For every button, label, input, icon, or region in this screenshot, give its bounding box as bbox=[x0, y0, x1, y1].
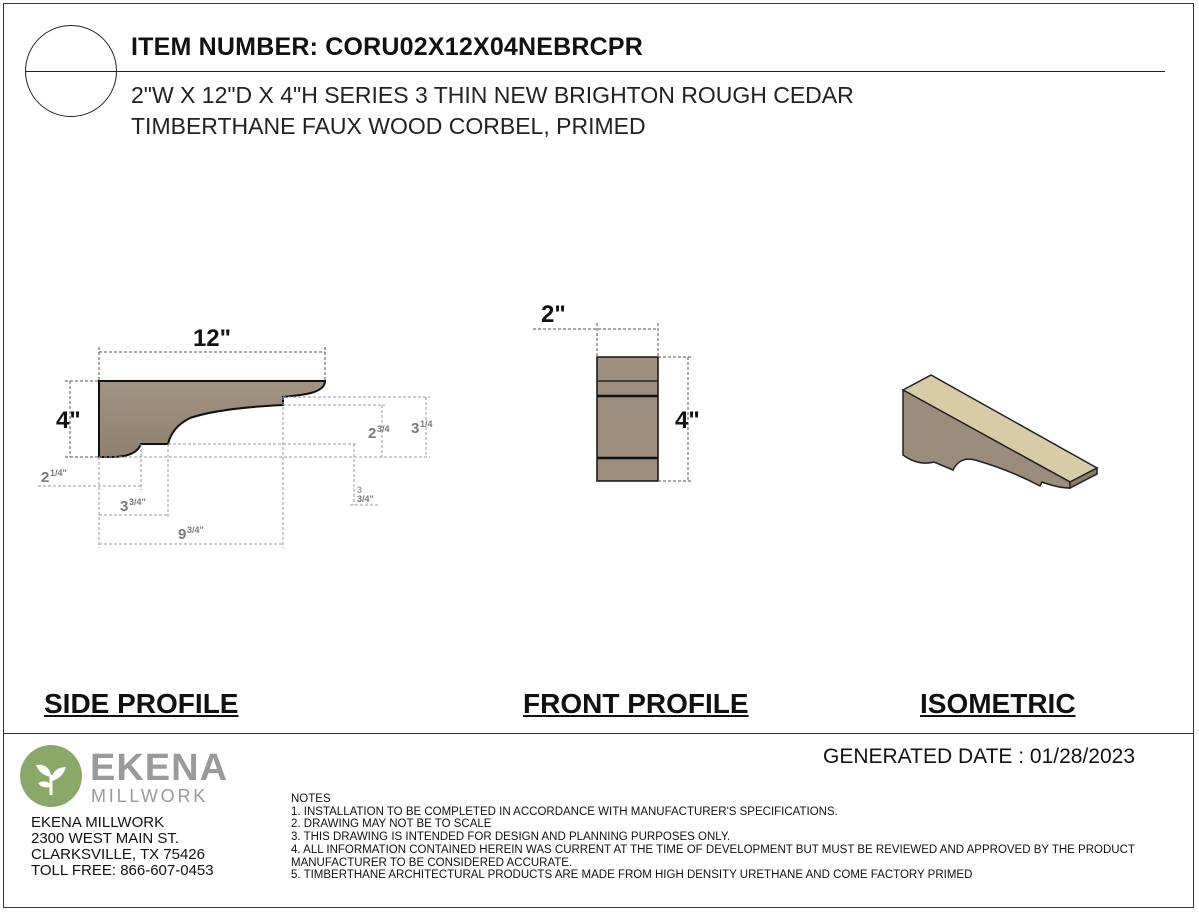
dim-9-3-4-frac: 3/4" bbox=[187, 525, 204, 535]
logo-name: EKENA bbox=[90, 747, 229, 789]
company-address: EKENA MILLWORK 2300 WEST MAIN ST. CLARKS… bbox=[31, 815, 214, 879]
footer-rule bbox=[3, 733, 1194, 734]
leaf-logo-icon bbox=[20, 745, 82, 807]
item-number: ITEM NUMBER: CORU02X12X04NEBRCPR bbox=[131, 33, 644, 61]
dim-3-4-frac: 3/4" bbox=[357, 494, 374, 504]
dim-3-1-4-frac: 1/4 bbox=[420, 419, 433, 429]
dim-2-3-4-frac: 3/4 bbox=[377, 424, 390, 434]
front-profile-label: FRONT PROFILE bbox=[523, 688, 749, 719]
notes-title: NOTES bbox=[291, 793, 331, 805]
front-profile-shape bbox=[596, 356, 659, 482]
note-item: 2. DRAWING MAY NOT BE TO SCALE bbox=[291, 818, 492, 831]
dim-3-3-4-whole: 3 bbox=[120, 498, 128, 515]
side-width-label: 12" bbox=[193, 325, 231, 352]
side-height-label: 4" bbox=[56, 407, 81, 434]
isometric-label: ISOMETRIC bbox=[920, 688, 1076, 719]
dim-2-3-4-whole: 2 bbox=[368, 425, 376, 442]
technical-drawing: 12" 4" 2 3/4 3 1/4 2 1/4" 3 3/4" 3 3/4" … bbox=[38, 301, 1099, 548]
description-line-1: 2"W X 12"D X 4"H SERIES 3 THIN NEW BRIGH… bbox=[131, 82, 854, 108]
notes-block: NOTES 1. INSTALLATION TO BE COMPLETED IN… bbox=[291, 793, 1186, 882]
header-rule bbox=[25, 71, 1165, 72]
dim-3-4-whole: 3 bbox=[357, 485, 362, 495]
note-item: 1. INSTALLATION TO BE COMPLETED IN ACCOR… bbox=[291, 805, 838, 818]
note-item: 5. TIMBERTHANE ARCHITECTURAL PRODUCTS AR… bbox=[291, 869, 973, 882]
description-line-2: TIMBERTHANE FAUX WOOD CORBEL, PRIMED bbox=[131, 113, 646, 139]
front-width-label: 2" bbox=[541, 301, 566, 328]
side-profile-label: SIDE PROFILE bbox=[44, 688, 239, 719]
note-item: 4. ALL INFORMATION CONTAINED HEREIN WAS … bbox=[291, 843, 1135, 869]
product-description: 2"W X 12"D X 4"H SERIES 3 THIN NEW BRIGH… bbox=[131, 80, 854, 142]
dim-3-3-4-frac: 3/4" bbox=[129, 497, 146, 507]
dim-2-1-4-frac: 1/4" bbox=[50, 468, 67, 478]
side-profile-shape bbox=[98, 380, 327, 458]
note-item: 3. THIS DRAWING IS INTENDED FOR DESIGN A… bbox=[291, 831, 731, 844]
isometric-shape bbox=[901, 374, 1099, 490]
company-street: 2300 WEST MAIN ST. bbox=[31, 830, 180, 847]
company-phone: TOLL FREE: 866-607-0453 bbox=[31, 862, 214, 879]
dim-2-1-4-whole: 2 bbox=[41, 469, 49, 486]
logo-subtitle: MILLWORK bbox=[91, 786, 209, 806]
dim-9-3-4-whole: 9 bbox=[178, 526, 186, 543]
dim-3-1-4-whole: 3 bbox=[411, 420, 419, 437]
front-height-label: 4" bbox=[675, 407, 700, 434]
company-city: CLARKSVILLE, TX 75426 bbox=[31, 846, 205, 863]
generated-date: GENERATED DATE : 01/28/2023 bbox=[823, 745, 1136, 768]
company-name: EKENA MILLWORK bbox=[31, 814, 165, 831]
drawing-border bbox=[3, 3, 1194, 908]
